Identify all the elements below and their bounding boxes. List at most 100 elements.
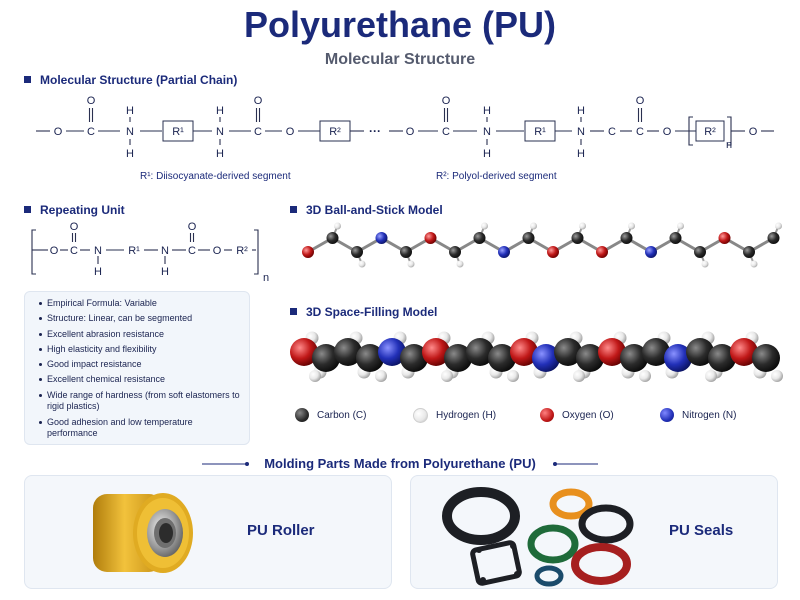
property-item: Structure: Linear, can be segmented: [39, 313, 243, 325]
hydrogen-atom: [573, 370, 585, 382]
oxygen-atom: O: [87, 95, 96, 107]
ball-stick-model: [302, 222, 782, 268]
carbon-atom: [488, 344, 516, 372]
pu-seals-label: PU Seals: [669, 522, 734, 539]
nitrogen-atom: [375, 232, 388, 244]
hydrogen-atom: [456, 260, 464, 268]
hydrogen-atom: [441, 370, 453, 382]
carbon-atom: [466, 338, 494, 366]
legend-oxygen-label: Oxygen (O): [562, 409, 614, 421]
nitrogen-atom: [532, 344, 560, 372]
oxygen-atom: O: [254, 95, 263, 107]
hydrogen-atom: [579, 222, 586, 230]
page-subtitle: Molecular Structure: [324, 51, 476, 68]
parts-title-decoration: [202, 462, 598, 466]
pu-roller-label: PU Roller: [247, 522, 315, 539]
hydrogen-atom: [375, 370, 387, 382]
legend-oxygen: Oxygen (O): [540, 408, 614, 422]
hydrogen-atom: [530, 222, 537, 230]
hydrogen-atom: [334, 222, 341, 230]
legend-nitrogen-label: Nitrogen (N): [682, 409, 737, 421]
repeat-r2-label: R²: [236, 245, 248, 257]
space-filling-heading: 3D Space-Filling Model: [290, 305, 437, 319]
property-item: Excellent chemical resistance: [39, 374, 243, 386]
carbon-atom: [449, 246, 461, 258]
carbon-atom: C: [70, 245, 78, 257]
hydrogen-atom: [507, 370, 519, 382]
hydrogen-atom: H: [577, 148, 585, 160]
hydrogen-atom: H: [126, 148, 134, 160]
oxygen-atom: [424, 232, 437, 244]
carbon-atom: [326, 232, 339, 244]
nitrogen-swatch-icon: [660, 408, 674, 422]
parts-title: Molding Parts Made from Polyurethane (PU…: [264, 456, 536, 471]
nitrogen-atom: [664, 344, 692, 372]
hydrogen-atom: [639, 370, 651, 382]
carbon-atom: C: [188, 245, 196, 257]
hydrogen-atom: [481, 222, 488, 230]
hydrogen-atom: H: [577, 105, 585, 117]
r2-chain-2-box: [695, 120, 725, 142]
r2-chain-1-label: R²: [329, 126, 341, 138]
oxygen-atom: O: [749, 126, 758, 138]
r2-chain-2-label: R²: [704, 126, 716, 138]
property-item: Good adhesion and low temperature perfor…: [39, 417, 243, 440]
hydrogen-atom: H: [126, 105, 134, 117]
legend-carbon-label: Carbon (C): [317, 409, 367, 421]
hydrogen-atom: [309, 370, 321, 382]
property-item: Excellent abrasion resistance: [39, 329, 243, 341]
chain-ellipsis: ···: [369, 124, 381, 138]
r1-caption: R¹: Diisocyanate-derived segment: [140, 171, 291, 182]
carbon-atom: [576, 344, 604, 372]
hydrogen-atom: H: [483, 148, 491, 160]
oxygen-atom: O: [70, 221, 79, 233]
hydrogen-atom: [775, 222, 782, 230]
carbon-atom: [400, 246, 412, 258]
carbon-atom: [554, 338, 582, 366]
hydrogen-atom: [358, 260, 366, 268]
nitrogen-atom: [498, 246, 510, 258]
r1-chain-2-label: R¹: [534, 126, 546, 138]
carbon-atom: [351, 246, 363, 258]
carbon-atom: C: [442, 126, 450, 138]
hydrogen-atom: [750, 260, 758, 268]
oxygen-atom: [422, 338, 450, 366]
nitrogen-atom: N: [216, 126, 224, 138]
page-title: Polyurethane (PU): [243, 4, 557, 45]
hydrogen-atom: [628, 222, 635, 230]
oxygen-atom: O: [286, 126, 295, 138]
repeating-unit-heading: Repeating Unit: [24, 203, 125, 217]
oxygen-atom: O: [213, 245, 222, 257]
hydrogen-atom: H: [161, 266, 169, 278]
hydrogen-atom: [705, 370, 717, 382]
property-item: Empirical Formula: Variable: [39, 298, 243, 310]
carbon-atom: [334, 338, 362, 366]
hydrogen-atom: H: [216, 148, 224, 160]
nitrogen-atom: [645, 246, 657, 258]
oxygen-atom: [547, 246, 559, 258]
carbon-atom: [694, 246, 706, 258]
pu-seals-card: PU Seals: [410, 475, 778, 589]
repeat-r1-label: R¹: [128, 245, 140, 257]
hydrogen-atom: [771, 370, 783, 382]
carbon-atom: [642, 338, 670, 366]
partial-chain-heading: Molecular Structure (Partial Chain): [24, 73, 237, 87]
carbon-atom: [571, 232, 584, 244]
legend-carbon: Carbon (C): [295, 408, 366, 422]
carbon-atom: [522, 232, 535, 244]
carbon-atom: [444, 344, 472, 372]
carbon-atom: [669, 232, 682, 244]
property-item: Wide range of hardness (from soft elasto…: [39, 390, 243, 413]
hydrogen-atom: H: [216, 105, 224, 117]
property-item: High elasticity and flexibility: [39, 344, 243, 356]
chain-subscript: n: [726, 139, 732, 151]
carbon-atom: C: [87, 126, 95, 138]
hydrogen-atom: [701, 260, 709, 268]
property-item: Good impact resistance: [39, 359, 243, 371]
oxygen-atom: O: [663, 126, 672, 138]
carbon-atom: C: [254, 126, 262, 138]
carbon-atom: [752, 344, 780, 372]
nitrogen-atom: [378, 338, 406, 366]
